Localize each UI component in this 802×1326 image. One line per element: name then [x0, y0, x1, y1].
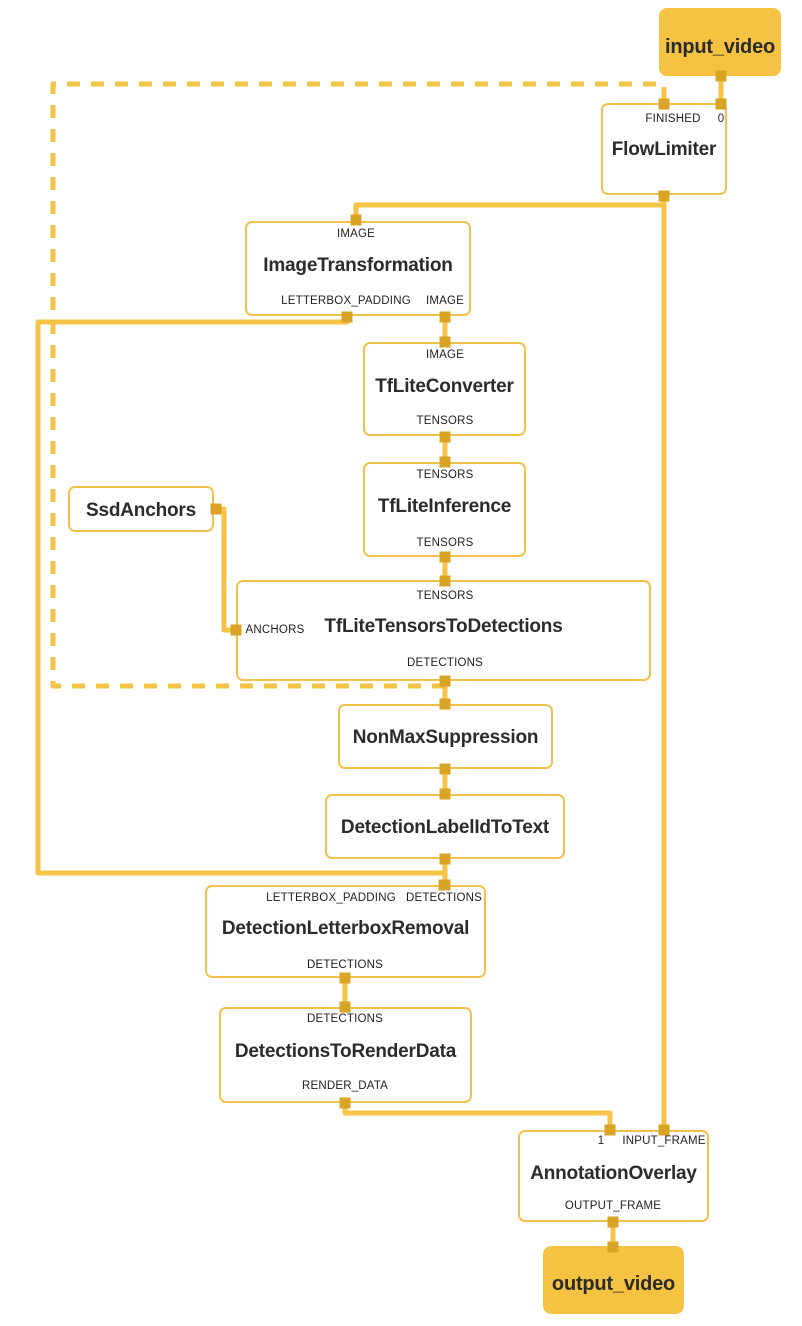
- port-p-fl-in-0[interactable]: [715, 98, 727, 110]
- node-flow_limiter[interactable]: FlowLimiter: [601, 103, 727, 195]
- port-label-fl-finished: FINISHED: [645, 113, 701, 125]
- node-label-input_video: input_video: [664, 36, 776, 58]
- port-p-dtrd-det-in[interactable]: [339, 1001, 351, 1013]
- node-label-ssd_anchors: SsdAnchors: [86, 500, 196, 521]
- port-p-ti-tensors-out[interactable]: [439, 551, 451, 563]
- port-p-it-image-in[interactable]: [350, 214, 362, 226]
- node-input_video[interactable]: input_video: [659, 8, 781, 76]
- port-label-ttd-detections: DETECTIONS: [406, 657, 484, 669]
- port-p-tc-tensors-out[interactable]: [439, 431, 451, 443]
- node-label-output_video: output_video: [551, 1273, 676, 1295]
- port-label-ti-tensors-in: TENSORS: [416, 469, 474, 481]
- port-p-ti-tensors-in[interactable]: [439, 456, 451, 468]
- port-p-output-video-in[interactable]: [607, 1241, 619, 1253]
- port-label-fl-zero: 0: [717, 113, 725, 125]
- port-label-ao-one: 1: [597, 1135, 605, 1147]
- port-label-dlr-lbpad: LETTERBOX_PADDING: [266, 892, 396, 904]
- port-p-it-lbpad-out[interactable]: [341, 311, 353, 323]
- port-p-ttd-det-out[interactable]: [439, 675, 451, 687]
- port-p-ttd-anchors-in[interactable]: [230, 624, 242, 636]
- port-label-tc-tensors: TENSORS: [416, 415, 474, 427]
- port-p-dlr-det-in[interactable]: [438, 879, 450, 891]
- port-p-dlit-out[interactable]: [439, 853, 451, 865]
- node-annotation_overlay[interactable]: AnnotationOverlay: [518, 1130, 709, 1222]
- node-tflite_tensors_to_detections[interactable]: TfLiteTensorsToDetections: [236, 580, 651, 681]
- port-p-nms-in[interactable]: [439, 698, 451, 710]
- port-label-ttd-tensors: TENSORS: [416, 590, 474, 602]
- port-p-ttd-tensors-in[interactable]: [439, 575, 451, 587]
- port-p-tc-image-in[interactable]: [439, 336, 451, 348]
- port-p-ao-one-in[interactable]: [604, 1124, 616, 1136]
- port-label-ti-tensors-out: TENSORS: [416, 537, 474, 549]
- node-label-detection_letterbox_removal: DetectionLetterboxRemoval: [221, 918, 470, 939]
- port-p-ao-inframe-in[interactable]: [658, 1124, 670, 1136]
- node-label-image_transformation: ImageTransformation: [263, 255, 453, 276]
- node-detection_letterbox_removal[interactable]: DetectionLetterboxRemoval: [205, 885, 486, 978]
- port-label-ao-inframe: INPUT_FRAME: [622, 1135, 706, 1147]
- port-label-ao-outframe: OUTPUT_FRAME: [564, 1200, 662, 1212]
- port-p-dlr-det-out[interactable]: [339, 972, 351, 984]
- port-label-dlr-det-in: DETECTIONS: [405, 892, 483, 904]
- node-label-tflite_inference: TfLiteInference: [377, 496, 512, 517]
- port-p-nms-out[interactable]: [439, 763, 451, 775]
- node-label-non_max_suppression: NonMaxSuppression: [352, 727, 539, 748]
- port-label-tc-image-in: IMAGE: [425, 349, 465, 361]
- node-output_video[interactable]: output_video: [543, 1246, 684, 1314]
- node-label-detections_to_render_data: DetectionsToRenderData: [234, 1041, 457, 1062]
- edge-e-ssdanchors-anchors: [216, 506, 236, 633]
- node-image_transformation[interactable]: ImageTransformation: [245, 221, 471, 316]
- node-label-flow_limiter: FlowLimiter: [611, 139, 717, 160]
- node-label-annotation_overlay: AnnotationOverlay: [530, 1163, 697, 1184]
- edge-e-renderdata-overlay: [342, 1103, 613, 1130]
- port-p-input-video-out[interactable]: [715, 70, 727, 82]
- port-label-dtrd-render: RENDER_DATA: [301, 1080, 389, 1092]
- node-label-detection_label_id_to_text: DetectionLabelIdToText: [340, 817, 550, 838]
- port-label-ttd-anchors: ANCHORS: [245, 624, 305, 636]
- node-detections_to_render_data[interactable]: DetectionsToRenderData: [219, 1007, 472, 1103]
- port-label-dlr-det-out: DETECTIONS: [306, 959, 384, 971]
- edge-e-flowlimiter-imagetrans: [353, 196, 667, 220]
- port-p-fl-finished[interactable]: [658, 98, 670, 110]
- node-non_max_suppression[interactable]: NonMaxSuppression: [338, 704, 553, 769]
- port-p-dtrd-render-out[interactable]: [339, 1097, 351, 1109]
- port-p-ao-out[interactable]: [607, 1216, 619, 1228]
- node-ssd_anchors[interactable]: SsdAnchors: [68, 486, 214, 532]
- port-p-fl-out[interactable]: [658, 190, 670, 202]
- port-p-ssd-out[interactable]: [210, 503, 222, 515]
- port-label-it-image-out: IMAGE: [425, 295, 465, 307]
- node-label-tflite_converter: TfLiteConverter: [375, 376, 514, 397]
- port-label-it-lbpad: LETTERBOX_PADDING: [281, 295, 411, 307]
- port-label-it-image-in: IMAGE: [336, 228, 376, 240]
- port-p-it-image-out[interactable]: [439, 311, 451, 323]
- port-p-dlit-in[interactable]: [439, 788, 451, 800]
- port-label-dtrd-det-in: DETECTIONS: [306, 1013, 384, 1025]
- node-detection_label_id_to_text[interactable]: DetectionLabelIdToText: [325, 794, 565, 859]
- node-label-tflite_tensors_to_detections: TfLiteTensorsToDetections: [324, 616, 563, 637]
